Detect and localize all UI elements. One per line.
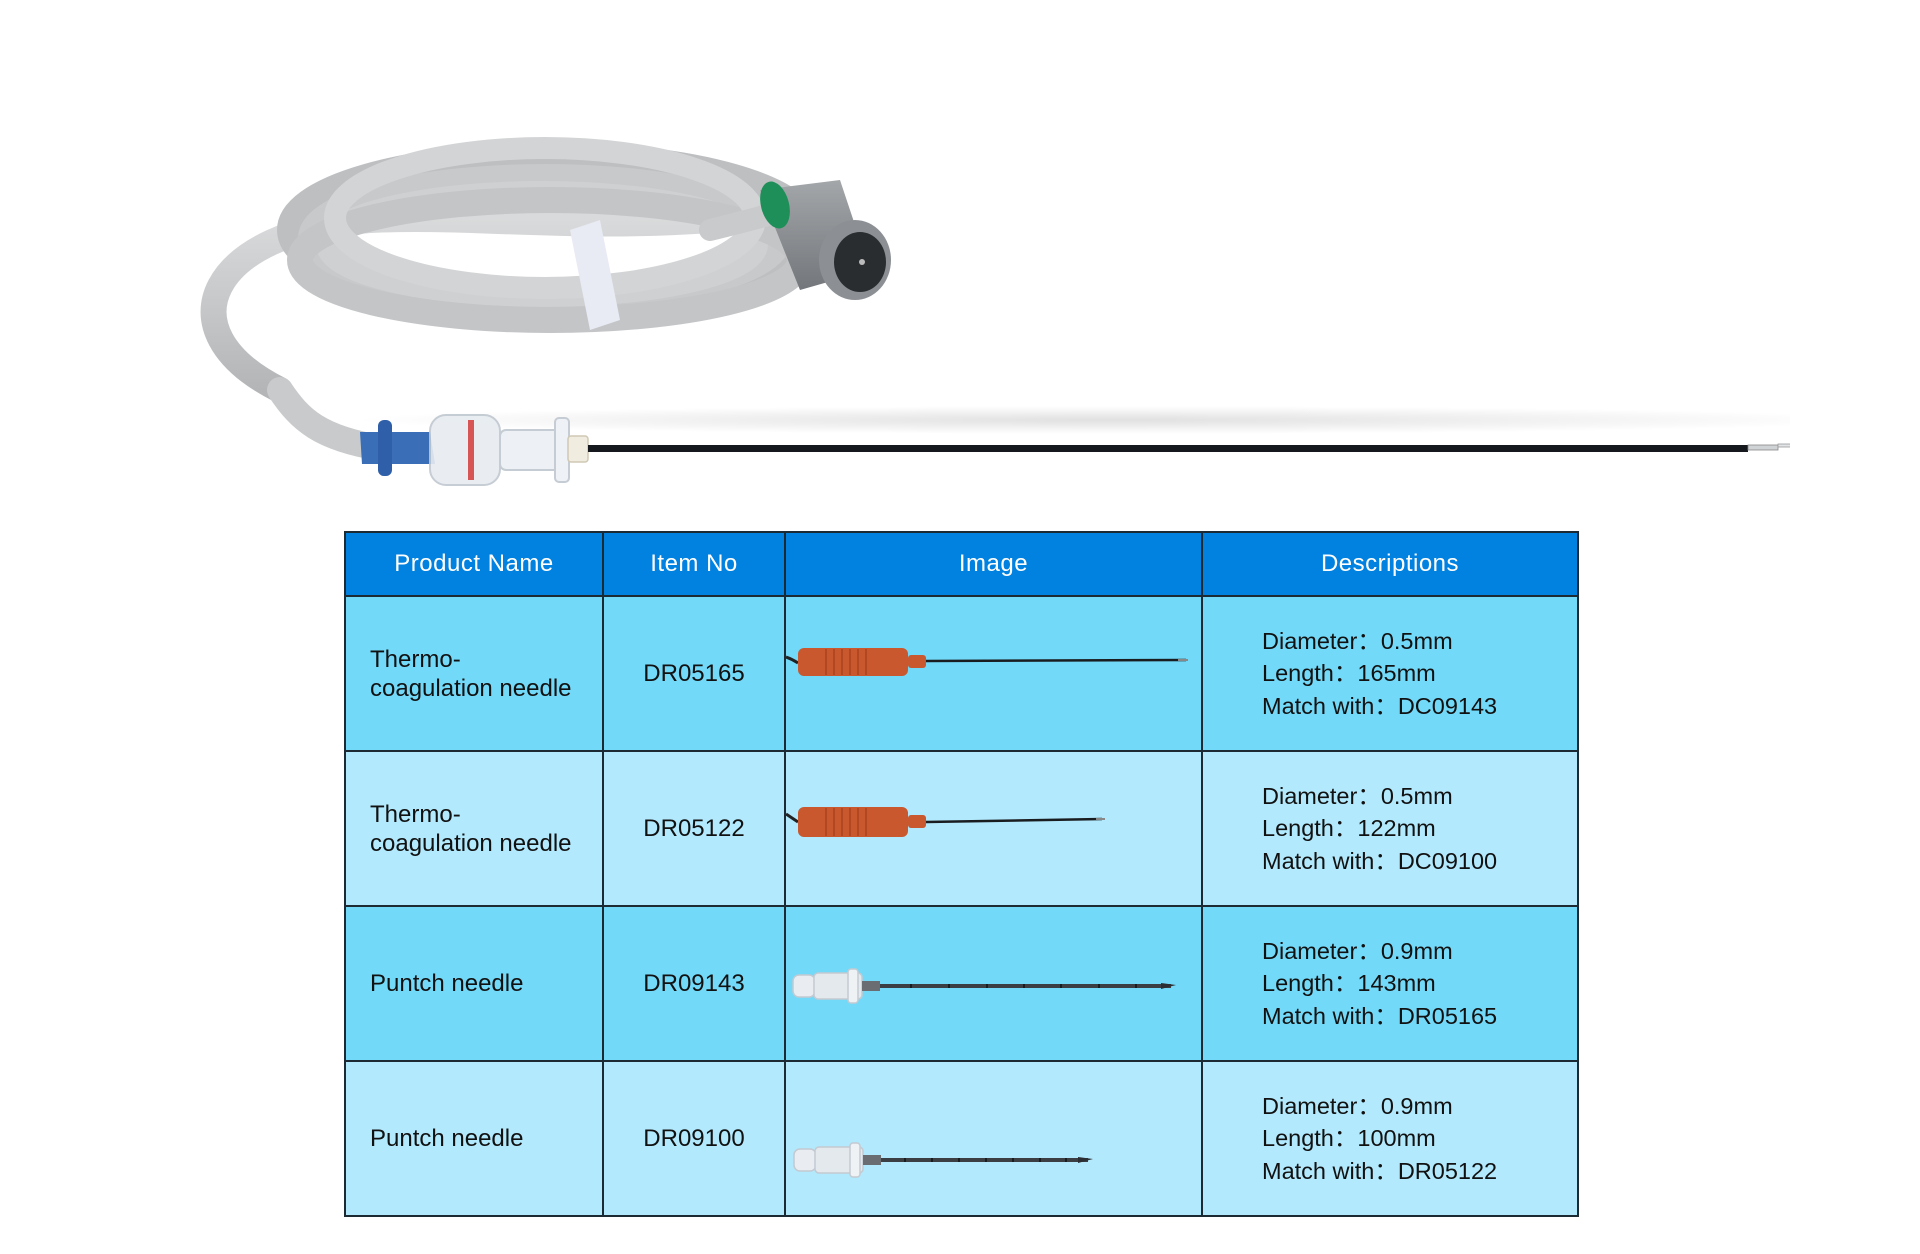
diameter-text: Diameter：0.5mm (1262, 782, 1453, 809)
item-no-cell: DR09100 (602, 1060, 786, 1217)
diameter-text: Diameter：0.9mm (1262, 1092, 1453, 1119)
product-image-cell (784, 750, 1203, 907)
length-text: Length：100mm (1262, 1125, 1436, 1152)
product-name-line: Thermo- (370, 800, 461, 828)
header-image: Image (784, 531, 1203, 597)
match-text: Match with：DR05165 (1262, 1002, 1498, 1029)
description-cell: Diameter：0.9mm Length：100mm Match with：D… (1201, 1060, 1579, 1217)
product-spec-table: Product Name Item No Image Descriptions … (344, 531, 1579, 1217)
description-cell: Diameter：0.5mm Length：165mm Match with：D… (1201, 595, 1579, 752)
puncture-needle-image (792, 968, 1176, 1004)
product-name-line: Puntch needle (370, 1125, 524, 1152)
electrode-cable-illustration (200, 137, 1870, 486)
puncture-needle-image (793, 1142, 1093, 1178)
product-name-line: Thermo- (370, 645, 461, 673)
product-name-cell: Thermo- coagulation needle (344, 750, 604, 907)
item-no-cell: DR05165 (602, 595, 786, 752)
match-text: Match with：DC09143 (1262, 692, 1498, 719)
product-name-line: coagulation needle (370, 674, 572, 702)
header-descriptions: Descriptions (1201, 531, 1579, 597)
match-text: Match with：DC09100 (1262, 847, 1498, 874)
length-text: Length：165mm (1262, 660, 1436, 687)
description-cell: Diameter：0.9mm Length：143mm Match with：D… (1201, 905, 1579, 1062)
product-name-cell: Puntch needle (344, 1060, 604, 1217)
table-row: Thermo- coagulation needle DR05122 (344, 750, 1579, 907)
product-hero-image (150, 120, 1870, 500)
thermocoagulation-needle-image (786, 807, 1105, 837)
item-no-cell: DR05122 (602, 750, 786, 907)
table-row: Puntch needle DR09143 (344, 905, 1579, 1062)
table-row: Puntch needle DR09100 (344, 1060, 1579, 1217)
transparent-hub (429, 414, 589, 486)
table-row: Thermo- coagulation needle DR05165 (344, 595, 1579, 752)
item-no-cell: DR09143 (602, 905, 786, 1062)
length-text: Length：122mm (1262, 815, 1436, 842)
electrode-shaft (588, 445, 1748, 452)
table-header-row: Product Name Item No Image Descriptions (344, 531, 1579, 597)
product-image-cell (784, 905, 1203, 1062)
length-text: Length：143mm (1262, 970, 1436, 997)
diameter-text: Diameter：0.9mm (1262, 937, 1453, 964)
header-product-name: Product Name (344, 531, 604, 597)
description-cell: Diameter：0.5mm Length：122mm Match with：D… (1201, 750, 1579, 907)
match-text: Match with：DR05122 (1262, 1157, 1498, 1184)
connector-plug (760, 180, 891, 300)
product-name-cell: Thermo- coagulation needle (344, 595, 604, 752)
product-name-line: coagulation needle (370, 829, 572, 857)
product-image-cell (784, 595, 1203, 752)
header-item-no: Item No (602, 531, 786, 597)
thermocoagulation-needle-image (786, 648, 1188, 676)
diameter-text: Diameter：0.5mm (1262, 627, 1453, 654)
product-name-cell: Puntch needle (344, 905, 604, 1062)
product-name-line: Puntch needle (370, 970, 524, 997)
product-image-cell (784, 1060, 1203, 1217)
